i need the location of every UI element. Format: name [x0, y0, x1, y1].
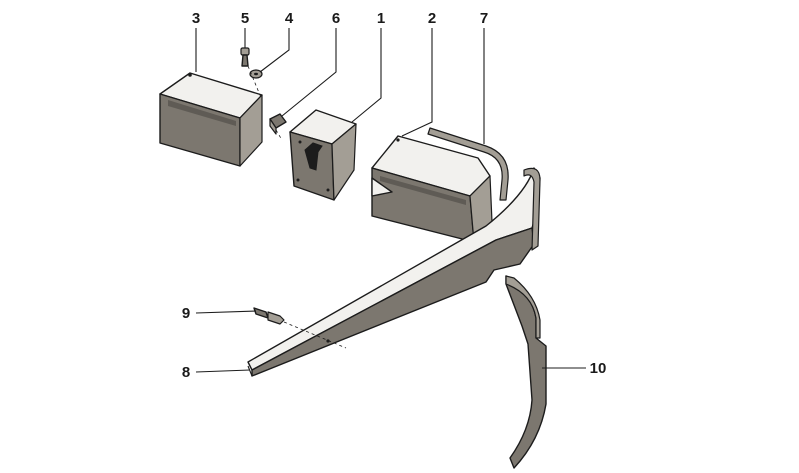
callout-4: 4: [285, 10, 294, 27]
leader-6: [281, 28, 337, 117]
part-7-curved-strip: [427, 127, 509, 201]
callout-5: 5: [241, 10, 249, 27]
part-4-washer: [249, 69, 263, 79]
leader-1: [351, 28, 382, 123]
leader-2: [401, 28, 433, 137]
part-9-push-rivet: [253, 307, 285, 325]
part-5-screw: [240, 47, 250, 67]
assembly-axis-rivet: [283, 321, 347, 349]
callout-8: 8: [182, 364, 190, 381]
callout-9: 9: [182, 305, 190, 322]
part-1-bracket-plate: [289, 109, 357, 201]
callout-3: 3: [192, 10, 200, 27]
leader-9: [195, 310, 257, 314]
part-2-box-housing: [371, 135, 493, 243]
callout-10: 10: [590, 360, 607, 377]
leader-8: [195, 369, 251, 373]
callout-1: 1: [377, 10, 385, 27]
callout-7: 7: [480, 10, 488, 27]
part-3-cover-panel: [159, 72, 263, 167]
assembly-axis-clip: [275, 129, 283, 141]
leader-4: [259, 28, 290, 73]
part-6-clip-nut: [269, 113, 287, 135]
part-8-tapered-trim: [247, 167, 541, 377]
callout-2: 2: [428, 10, 436, 27]
leader-lines: [195, 28, 586, 373]
callout-6: 6: [332, 10, 340, 27]
callout-labels: 3 5 4 6 1 2 7 9 8 10: [182, 10, 607, 381]
part-10-curved-panel: [505, 275, 547, 469]
assembly-axis-screw: [247, 65, 263, 101]
